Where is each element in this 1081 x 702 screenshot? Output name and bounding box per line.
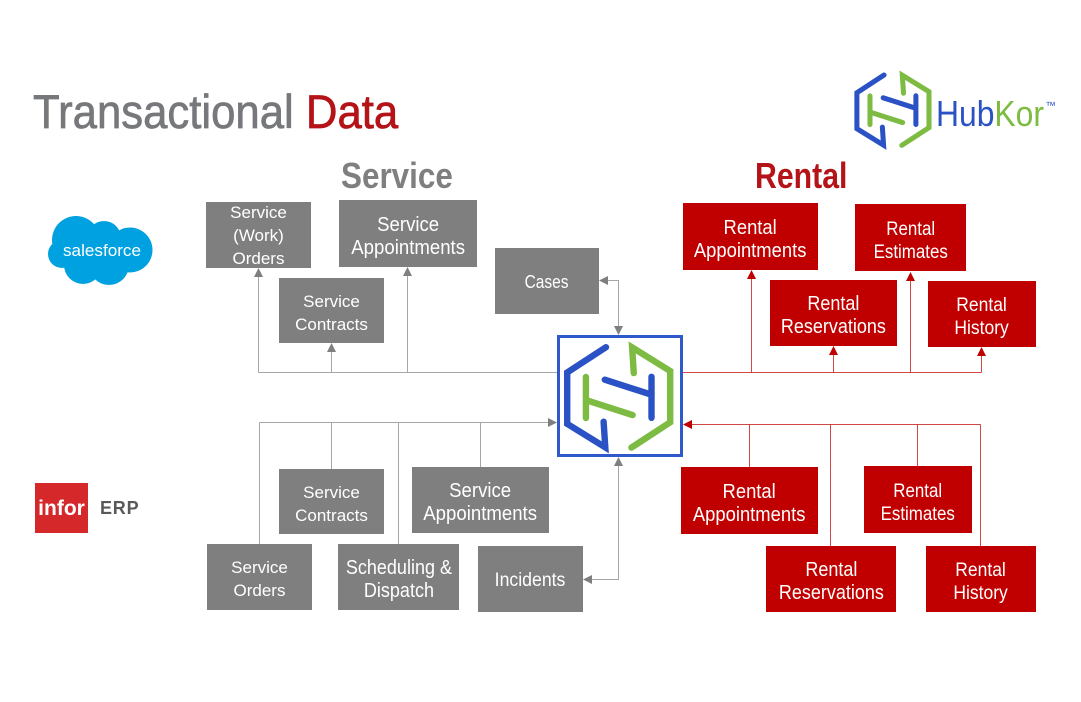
svg-text:salesforce: salesforce <box>63 242 141 260</box>
svg-text:ERP: ERP <box>100 498 139 518</box>
svg-text:infor: infor <box>38 497 85 520</box>
svg-text:™: ™ <box>1046 100 1057 112</box>
svg-text:HubKor: HubKor <box>936 93 1044 134</box>
